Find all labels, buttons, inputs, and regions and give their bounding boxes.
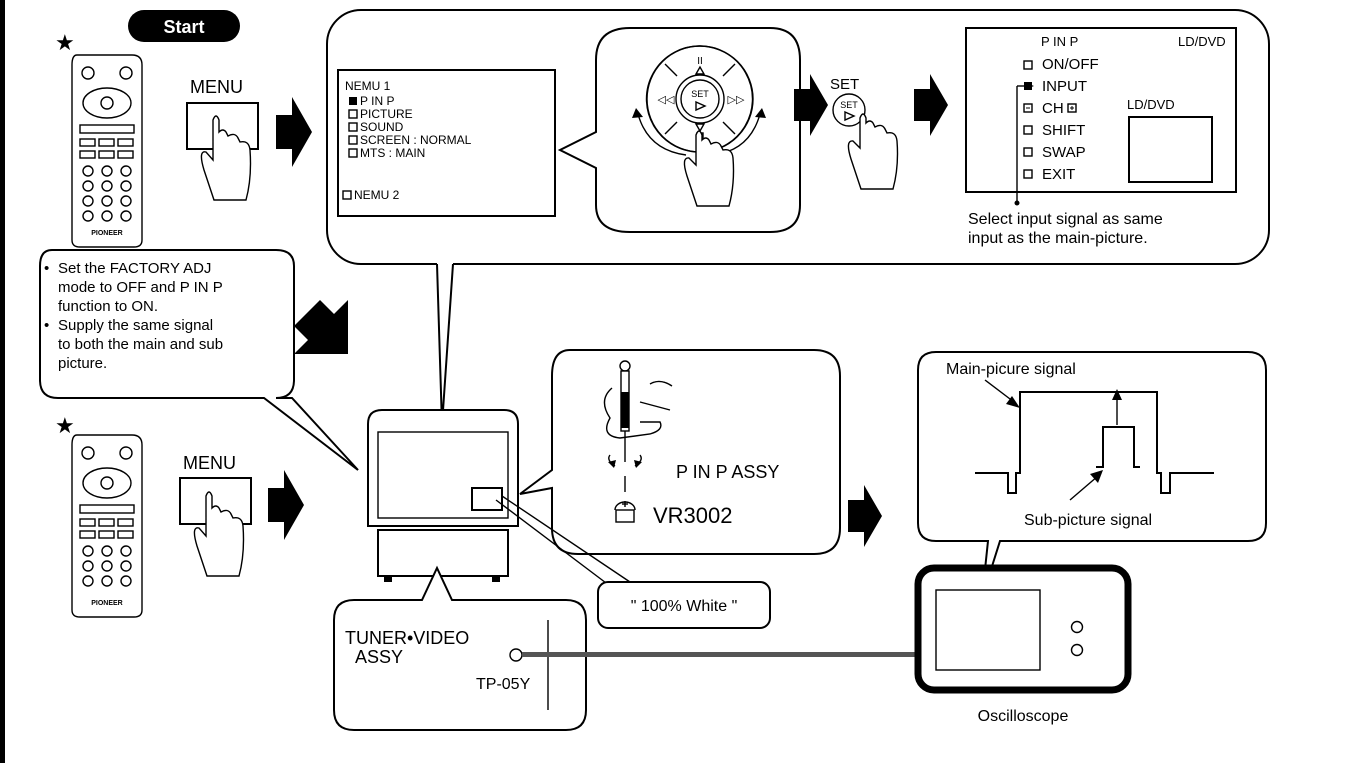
hand-icon [193,491,245,577]
right-arrow-icon [914,74,948,136]
start-badge: Start [128,10,240,42]
svg-text:PICTURE: PICTURE [360,107,413,121]
svg-text:TUNER•VIDEO: TUNER•VIDEO [345,628,469,648]
svg-text:Sub-picture signal: Sub-picture signal [1024,512,1152,529]
star-icon: ★ [55,413,75,438]
svg-text:EXIT: EXIT [1042,166,1075,183]
svg-text:LD/DVD: LD/DVD [1127,97,1175,112]
probe-cable [522,652,922,657]
cursor-pad-callout: SET II ◁◁ ▷▷ [557,27,801,233]
svg-text:P IN P: P IN P [360,94,394,108]
svg-text:◁◁: ◁◁ [658,94,675,106]
svg-text:PIONEER: PIONEER [91,600,123,607]
svg-text:Supply the same signal: Supply the same signal [58,317,213,334]
remote-control: PIONEER [71,54,143,248]
svg-text:ASSY: ASSY [355,647,403,667]
svg-text:•: • [44,260,49,277]
svg-text:to both the main and sub: to both the main and sub [58,336,223,353]
adjustment-callout: P IN P ASSY VR3002 [519,349,841,555]
diagonal-arrow-icon [294,300,348,354]
menu-screen: NEMU 1 P IN P PICTURE SOUND SCREEN : NOR… [337,69,556,217]
svg-text:SCREEN : NORMAL: SCREEN : NORMAL [360,133,472,147]
svg-text:mode to OFF and P IN P: mode to OFF and P IN P [58,279,223,296]
menu-label: MENU [183,453,236,473]
oscilloscope-label: Oscilloscope [978,708,1069,725]
setup-note-callout: • Set the FACTORY ADJ mode to OFF and P … [39,249,359,471]
svg-text:MTS : MAIN: MTS : MAIN [360,146,425,160]
right-arrow-icon [276,97,312,167]
test-point-icon [509,648,523,662]
select-note-line-2: input as the main-picture. [968,230,1148,247]
svg-text:LD/DVD: LD/DVD [1178,34,1226,49]
svg-text:SET: SET [840,100,858,110]
svg-text:SET: SET [691,89,709,99]
hand-icon [847,113,899,190]
svg-text:function to ON.: function to ON. [58,298,158,315]
svg-text:NEMU 1: NEMU 1 [345,79,391,93]
svg-text:INPUT: INPUT [1042,78,1087,95]
pinp-screen: P IN P LD/DVD ON/OFF INPUT CH LD/DVD SHI… [965,27,1237,206]
svg-text:•: • [44,317,49,334]
tv-monitor [367,409,519,582]
svg-text:SOUND: SOUND [360,120,404,134]
svg-text:Main-picure signal: Main-picure signal [946,361,1076,378]
right-arrow-icon [268,470,304,540]
top-panel-pointer [436,263,454,426]
menu-label: MENU [190,77,243,97]
remote-control: PIONEER [71,434,143,618]
svg-text:PIONEER: PIONEER [91,230,123,237]
svg-text:II: II [697,56,703,67]
select-note-line-1: Select input signal as same [968,211,1163,228]
svg-text:SHIFT: SHIFT [1042,122,1085,139]
right-arrow-icon [848,485,882,547]
white-signal-callout: " 100% White " [495,495,771,629]
svg-text:SET: SET [830,76,859,93]
svg-text:P IN P: P IN P [1041,34,1078,49]
set-button-press: SET SET [830,76,899,190]
right-arrow-icon [794,74,828,136]
svg-text:ON/OFF: ON/OFF [1042,56,1099,73]
svg-text:NEMU 2: NEMU 2 [354,188,400,202]
svg-text:TP-05Y: TP-05Y [476,676,531,693]
svg-text:P IN P ASSY: P IN P ASSY [676,462,779,482]
svg-text:Start: Start [163,17,204,37]
waveform-callout: Main-picure signal Sub-picture signal [917,351,1267,599]
tuner-assy-callout: TUNER•VIDEO ASSY TP-05Y [333,565,587,731]
svg-text:Set the FACTORY ADJ: Set the FACTORY ADJ [58,260,211,277]
svg-text:" 100% White ": " 100% White " [631,598,738,615]
star-icon: ★ [55,30,75,55]
hand-icon [200,115,252,201]
page-left-border [0,0,5,763]
hand-icon [683,130,735,207]
svg-text:picture.: picture. [58,355,107,372]
svg-text:SWAP: SWAP [1042,144,1086,161]
oscilloscope [914,564,1132,694]
svg-text:CH: CH [1042,100,1064,117]
svg-text:VR3002: VR3002 [653,503,733,528]
svg-text:▷▷: ▷▷ [728,94,745,106]
